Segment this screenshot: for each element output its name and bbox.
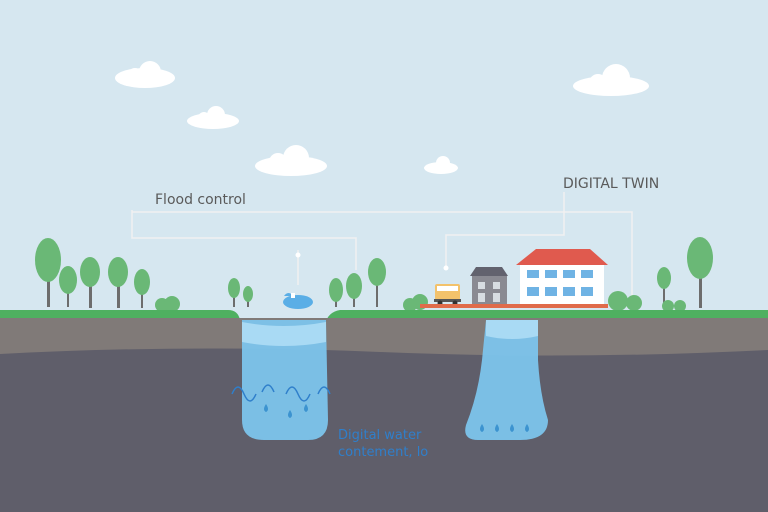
connector-lines [131, 192, 633, 300]
containment-label-line1: Digital water [338, 428, 422, 443]
tree-icon [368, 258, 386, 307]
containment-label-line2: contement, lo [338, 445, 428, 460]
cloud-icon [115, 61, 175, 88]
soil-deep-layer [0, 348, 768, 512]
flood-control-label: Flood control [155, 192, 246, 208]
tree-icon [80, 257, 100, 308]
cloud-icon [255, 145, 327, 176]
cloud-icon [573, 64, 649, 96]
tree-icon [108, 257, 128, 308]
connector-dot [443, 265, 449, 271]
tree-icon [228, 278, 240, 307]
water-wave-icon [231, 384, 331, 402]
reservoir-surface [242, 322, 326, 346]
reservoir-surface [486, 320, 538, 339]
truck-icon [434, 284, 461, 306]
groundwater-reservoir [465, 320, 548, 440]
connector-dot [295, 252, 301, 258]
tree-icon [687, 237, 713, 308]
tree-icon [134, 269, 150, 308]
water-drop-icon [264, 404, 308, 418]
tree-icon [329, 278, 343, 307]
digital-twin-label: DIGITAL TWIN [563, 176, 659, 192]
water-drop-icon [480, 424, 529, 432]
road-strip [420, 304, 608, 308]
cloud-icon [424, 156, 458, 174]
tree-icon [657, 267, 671, 308]
grass-strip [0, 310, 768, 324]
gray-house-icon [470, 267, 508, 305]
tree-icon [346, 273, 362, 307]
tree-icon [59, 266, 77, 307]
cloud-icon [187, 106, 239, 129]
house-icon [516, 249, 608, 305]
amphibious-vehicle-icon [283, 293, 313, 309]
tree-icon [35, 238, 61, 307]
tree-icon [243, 286, 253, 307]
bush-icon [155, 291, 686, 312]
